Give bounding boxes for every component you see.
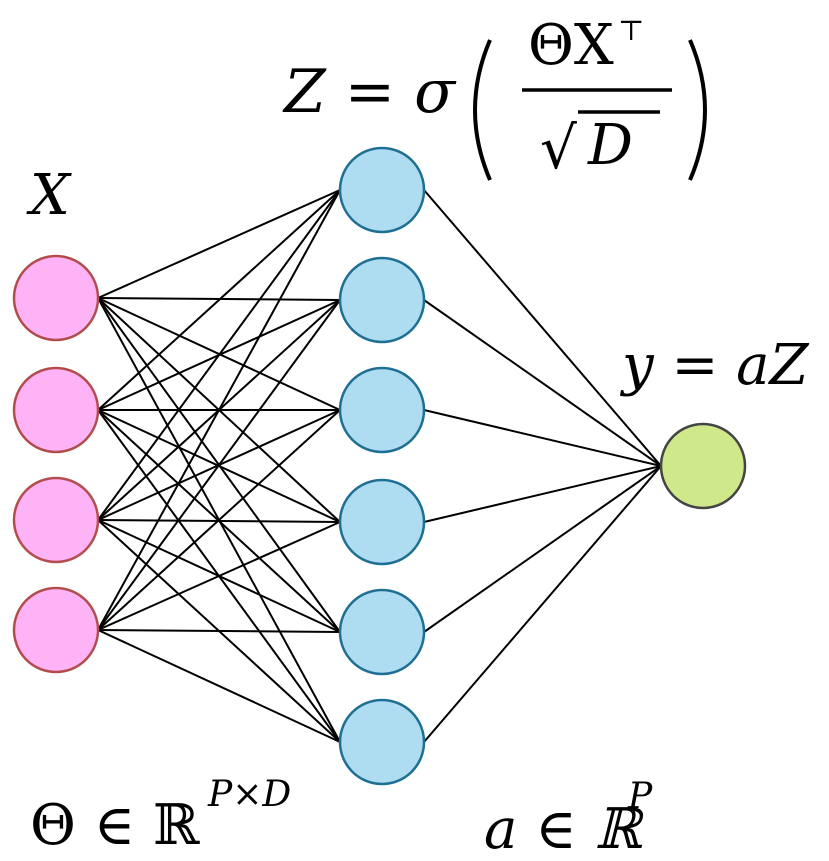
edge-input-3-hidden-1: [97, 189, 341, 521]
left-parenthesis: [473, 39, 492, 181]
theta-definition: Θ ∈ ℝ P×D: [30, 774, 291, 858]
input-node-3: [12, 476, 100, 564]
theta-base: Θ ∈ ℝ: [30, 793, 201, 858]
edge-input-4-hidden-1: [97, 189, 341, 631]
edge-input-4-hidden-5: [97, 629, 341, 633]
hidden-node-4: [338, 478, 426, 566]
edge-hidden-6-output-1: [423, 465, 662, 743]
edges-layer: [97, 189, 662, 743]
edge-hidden-2-output-1: [423, 299, 662, 467]
input-node-2: [12, 366, 100, 454]
hidden-node-2: [338, 256, 426, 344]
output-equation: y = aZ: [619, 333, 810, 398]
edge-hidden-5-output-1: [423, 465, 662, 633]
hidden-node-1: [338, 146, 426, 234]
edge-input-2-hidden-1: [97, 189, 341, 411]
hidden-numerator: ΘX: [528, 13, 614, 78]
a-base: a ∈ ℝ: [484, 797, 644, 861]
a-sup: P: [627, 776, 653, 817]
edge-input-4-hidden-3: [97, 409, 341, 631]
right-parenthesis: [688, 39, 707, 181]
hidden-eq-lhs: Z = σ: [282, 57, 457, 127]
output-node-1: [659, 422, 747, 510]
input-label: X: [26, 163, 72, 228]
edge-input-4-hidden-4: [97, 521, 341, 631]
edge-hidden-3-output-1: [423, 409, 662, 467]
edge-input-1-hidden-1: [97, 189, 341, 299]
hidden-numerator-sup: ⊤: [618, 14, 644, 47]
hidden-node-5: [338, 588, 426, 676]
edge-input-4-hidden-6: [97, 629, 341, 743]
nodes-layer: [12, 146, 747, 786]
hidden-node-3: [338, 366, 426, 454]
edge-hidden-1-output-1: [423, 189, 662, 467]
edge-input-4-hidden-2: [97, 299, 341, 631]
theta-sup: P×D: [207, 774, 291, 815]
hidden-denominator-var: D: [587, 113, 633, 178]
hidden-denominator-root: √: [540, 114, 577, 182]
input-node-4: [12, 586, 100, 674]
hidden-equation: Z = σ ΘX ⊤ √ D: [282, 13, 707, 182]
input-node-1: [12, 254, 100, 342]
edge-hidden-4-output-1: [423, 465, 662, 523]
a-definition: a ∈ ℝ P: [484, 776, 653, 861]
hidden-node-6: [338, 698, 426, 786]
